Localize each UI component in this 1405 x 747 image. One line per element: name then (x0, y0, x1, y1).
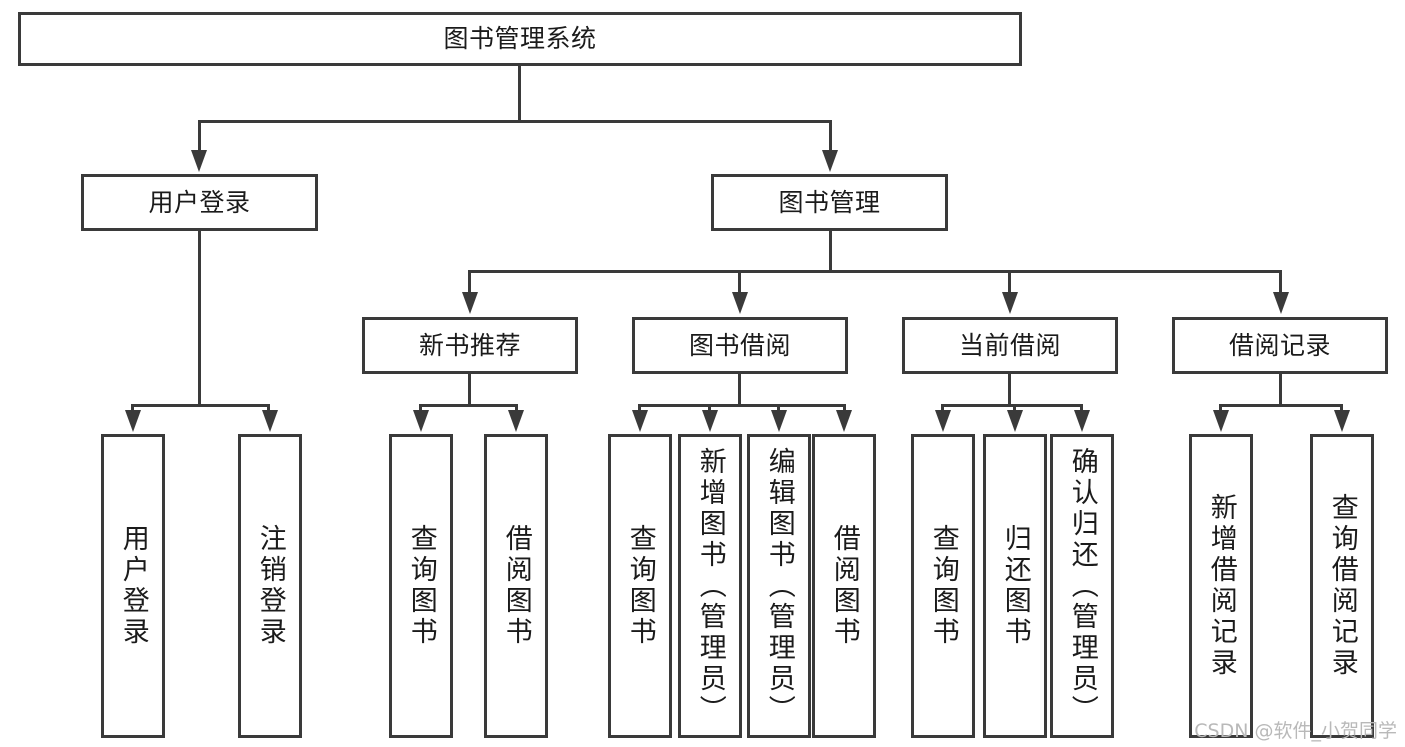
connector-book-borrow-drop-4 (843, 404, 846, 410)
node-leaf-add-book-admin[interactable]: 新增图书（管理员） (678, 434, 742, 738)
connector-drop-new-book (468, 270, 471, 292)
node-label: 查询图书 (624, 524, 656, 648)
node-leaf-edit-book-admin[interactable]: 编辑图书（管理员） (747, 434, 811, 738)
node-borrow-record[interactable]: 借阅记录 (1172, 317, 1388, 374)
node-book-manage[interactable]: 图书管理 (711, 174, 948, 231)
node-leaf-return-book[interactable]: 归还图书 (983, 434, 1047, 738)
connector-to-book-manage (829, 120, 832, 150)
arrow-to-leaf-edit-book (771, 410, 787, 432)
node-leaf-query-borrow-record[interactable]: 查询借阅记录 (1310, 434, 1374, 738)
node-leaf-add-borrow-record[interactable]: 新增借阅记录 (1189, 434, 1253, 738)
connector-book-borrow-stem (738, 374, 741, 404)
node-new-book-recommend[interactable]: 新书推荐 (362, 317, 578, 374)
node-label: 新增图书（管理员） (694, 446, 726, 726)
connector-book-borrow-drop-1 (638, 404, 641, 410)
node-label: 借阅记录 (1228, 330, 1331, 360)
node-leaf-user-login[interactable]: 用户登录 (101, 434, 165, 738)
connector-drop-book-borrow (738, 270, 741, 292)
node-label: 用户登录 (117, 524, 149, 648)
node-label: 查询图书 (405, 524, 437, 648)
connector-user-login-right-drop (267, 404, 270, 410)
connector-user-login-bus (131, 404, 270, 407)
node-label: 当前借阅 (958, 330, 1061, 360)
node-leaf-query-book-1[interactable]: 查询图书 (389, 434, 453, 738)
arrow-to-leaf-query-book-2 (632, 410, 648, 432)
connector-current-borrow-drop-3 (1080, 404, 1083, 410)
arrow-to-book-borrow (732, 292, 748, 314)
connector-book-manage-stem (829, 231, 832, 272)
node-book-borrow[interactable]: 图书借阅 (632, 317, 848, 374)
node-label: 图书借阅 (688, 330, 791, 360)
connector-borrow-record-bus (1219, 404, 1343, 407)
node-current-borrow[interactable]: 当前借阅 (902, 317, 1118, 374)
arrow-to-leaf-borrow-book-2 (836, 410, 852, 432)
arrow-to-leaf-user-login (125, 410, 141, 432)
node-label: 图书管理系统 (443, 24, 597, 53)
connector-current-borrow-bus (941, 404, 1082, 407)
node-label: 查询借阅记录 (1326, 493, 1358, 679)
connector-root-bus (198, 120, 832, 123)
arrow-to-leaf-query-record (1334, 410, 1350, 432)
connector-borrow-record-drop-1 (1219, 404, 1222, 410)
node-label: 借阅图书 (500, 524, 532, 648)
node-label: 注销登录 (254, 524, 286, 648)
connector-root-stem (518, 66, 521, 120)
arrow-to-leaf-query-book-1 (413, 410, 429, 432)
arrow-to-leaf-add-record (1213, 410, 1229, 432)
connector-drop-current-borrow (1008, 270, 1011, 292)
connector-new-book-drop-1 (419, 404, 422, 410)
node-label: 确认归还（管理员） (1066, 446, 1098, 726)
connector-book-manage-bus (468, 270, 1282, 273)
connector-new-book-drop-2 (515, 404, 518, 410)
arrow-to-leaf-confirm-return (1074, 410, 1090, 432)
node-label: 新书推荐 (418, 330, 521, 360)
connector-current-borrow-stem (1008, 374, 1011, 404)
node-label: 归还图书 (999, 524, 1031, 648)
arrow-to-leaf-add-book (702, 410, 718, 432)
node-root-book-management-system[interactable]: 图书管理系统 (18, 12, 1022, 66)
node-label: 图书管理 (778, 187, 881, 217)
node-label: 查询图书 (927, 524, 959, 648)
arrow-to-user-login (191, 150, 207, 172)
node-user-login[interactable]: 用户登录 (81, 174, 318, 231)
node-leaf-logout[interactable]: 注销登录 (238, 434, 302, 738)
arrow-to-leaf-return-book (1007, 410, 1023, 432)
node-leaf-borrow-book-1[interactable]: 借阅图书 (484, 434, 548, 738)
node-leaf-query-book-3[interactable]: 查询图书 (911, 434, 975, 738)
arrow-to-leaf-query-book-3 (935, 410, 951, 432)
connector-book-borrow-drop-2 (708, 404, 711, 410)
node-leaf-borrow-book-2[interactable]: 借阅图书 (812, 434, 876, 738)
arrow-to-leaf-logout (262, 410, 278, 432)
node-leaf-query-book-2[interactable]: 查询图书 (608, 434, 672, 738)
arrow-to-book-manage (822, 150, 838, 172)
arrow-to-current-borrow (1002, 292, 1018, 314)
node-label: 新增借阅记录 (1205, 493, 1237, 679)
connector-book-borrow-drop-3 (777, 404, 780, 410)
connector-user-login-left-drop (131, 404, 134, 410)
arrow-to-new-book-recommend (462, 292, 478, 314)
node-leaf-confirm-return-admin[interactable]: 确认归还（管理员） (1050, 434, 1114, 738)
connector-drop-borrow-record (1279, 270, 1282, 292)
node-label: 用户登录 (148, 187, 251, 217)
connector-current-borrow-drop-1 (941, 404, 944, 410)
connector-new-book-bus (419, 404, 518, 407)
connector-user-login-stem (198, 231, 201, 407)
connector-new-book-stem (468, 374, 471, 404)
connector-current-borrow-drop-2 (1013, 404, 1016, 410)
node-label: 编辑图书（管理员） (763, 446, 795, 726)
arrow-to-leaf-borrow-book-1 (508, 410, 524, 432)
connector-borrow-record-drop-2 (1340, 404, 1343, 410)
connector-book-borrow-bus (638, 404, 846, 407)
connector-borrow-record-stem (1279, 374, 1282, 404)
node-label: 借阅图书 (828, 524, 860, 648)
arrow-to-borrow-record (1273, 292, 1289, 314)
connector-to-user-login (198, 120, 201, 150)
